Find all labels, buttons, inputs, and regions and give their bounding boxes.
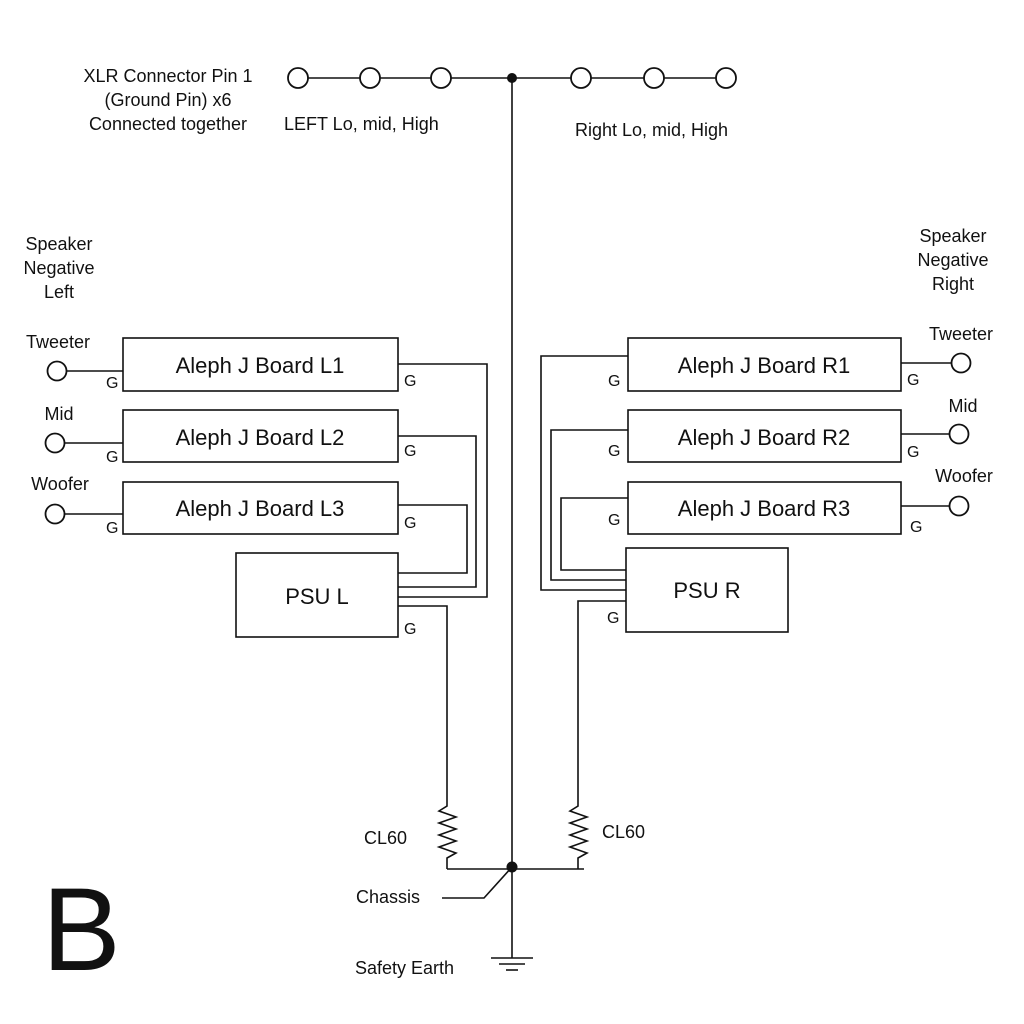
- psu-left-g: G: [404, 621, 416, 638]
- board-l3-g-left: G: [106, 520, 118, 537]
- xlr-bus: [287, 67, 737, 89]
- board-r1-label: Aleph J Board R1: [678, 353, 850, 378]
- left-tweeter-label: Tweeter: [26, 332, 90, 352]
- right-tweeter-label: Tweeter: [929, 324, 993, 344]
- xlr-pin-right-high: [715, 67, 737, 89]
- left-tweeter-terminal: [46, 360, 68, 382]
- board-r1-g-right: G: [907, 372, 919, 389]
- board-r2-label: Aleph J Board R2: [678, 425, 850, 450]
- thermistor-right-label: CL60: [602, 822, 645, 842]
- right-mid-label: Mid: [948, 396, 977, 416]
- xlr-right-label: Right Lo, mid, High: [575, 120, 728, 140]
- right-tweeter-terminal: [950, 352, 972, 374]
- board-l1-g-right: G: [404, 373, 416, 390]
- chassis-label: Chassis: [356, 887, 420, 907]
- board-r2-g-left: G: [608, 443, 620, 460]
- psu-right-g: G: [607, 610, 619, 627]
- board-l1: [122, 337, 399, 392]
- xlr-pin-left-lo: [287, 67, 309, 89]
- thermistor-right: [567, 798, 590, 869]
- left-mid-terminal: [44, 432, 66, 454]
- board-r1: [627, 337, 902, 392]
- board-l2-label: Aleph J Board L2: [176, 425, 345, 450]
- xlr-left-label: LEFT Lo, mid, High: [284, 114, 439, 134]
- psu-left-label: PSU L: [285, 584, 349, 609]
- figure-letter: B: [42, 864, 121, 996]
- speaker-right-line3: Right: [932, 274, 974, 294]
- speaker-right-line2: Negative: [917, 250, 988, 270]
- psu-right: [625, 547, 789, 633]
- board-l3: [122, 481, 399, 535]
- board-l2-g-right: G: [404, 443, 416, 460]
- board-l3-g-right: G: [404, 515, 416, 532]
- board-r3-label: Aleph J Board R3: [678, 496, 850, 521]
- board-l1-g-left: G: [106, 375, 118, 392]
- board-l2-g-left: G: [106, 449, 118, 466]
- board-r2-g-right: G: [907, 444, 919, 461]
- board-r3: [627, 481, 902, 535]
- psu-left: [235, 552, 399, 638]
- right-woofer-terminal: [948, 495, 970, 517]
- xlr-pin-right-lo: [570, 67, 592, 89]
- left-mid-label: Mid: [44, 404, 73, 424]
- xlr-label-line3: Connected together: [89, 114, 247, 134]
- earth-icon: [491, 957, 533, 971]
- left-woofer-terminal: [44, 503, 66, 525]
- speaker-left-line1: Speaker: [25, 234, 92, 254]
- psu-right-label: PSU R: [673, 578, 740, 603]
- board-r1-g-left: G: [608, 373, 620, 390]
- board-l1-label: Aleph J Board L1: [176, 353, 345, 378]
- safety-earth-label: Safety Earth: [355, 958, 454, 978]
- speaker-left-line2: Negative: [23, 258, 94, 278]
- speaker-left-line3: Left: [44, 282, 74, 302]
- thermistor-left-label: CL60: [364, 828, 407, 848]
- xlr-pin-right-mid: [643, 67, 665, 89]
- left-ground-wires: [398, 363, 488, 798]
- right-woofer-label: Woofer: [935, 466, 993, 486]
- xlr-pin-left-mid: [359, 67, 381, 89]
- speaker-right-line1: Speaker: [919, 226, 986, 246]
- left-woofer-label: Woofer: [31, 474, 89, 494]
- board-l3-label: Aleph J Board L3: [176, 496, 345, 521]
- board-r3-g-left: G: [608, 512, 620, 529]
- xlr-pin-left-high: [430, 67, 452, 89]
- thermistor-left: [436, 798, 459, 869]
- right-mid-terminal: [948, 423, 970, 445]
- board-r2: [627, 409, 902, 463]
- xlr-label-line2: (Ground Pin) x6: [104, 90, 231, 110]
- xlr-label-line1: XLR Connector Pin 1: [83, 66, 252, 86]
- chassis-pointer: [442, 866, 513, 899]
- right-ground-wires: [540, 355, 628, 798]
- board-r3-g-right: G: [910, 519, 922, 536]
